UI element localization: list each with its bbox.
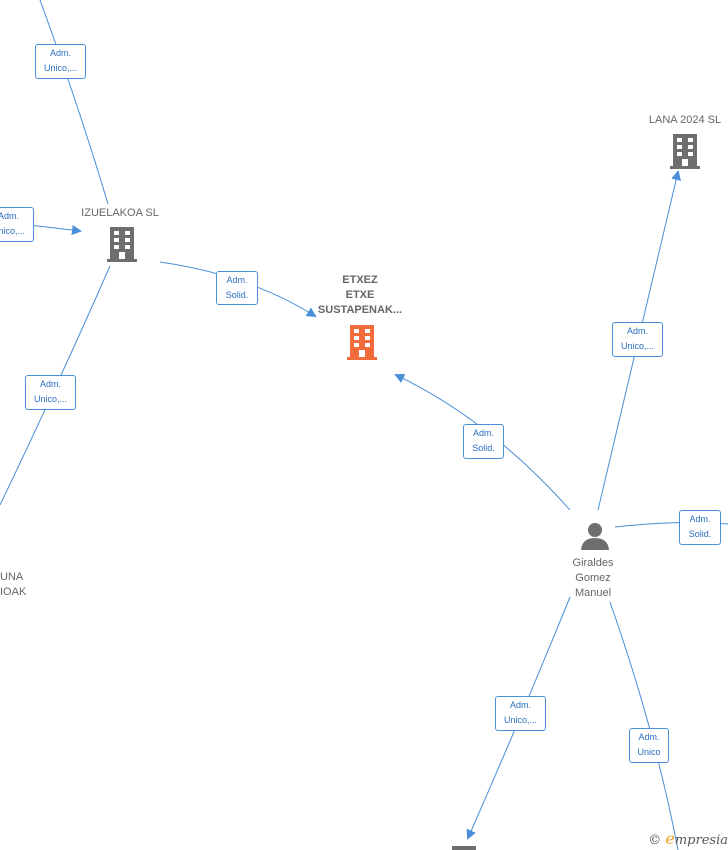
edge-label-giraldes-lana[interactable]: Adm. Unico,... [612, 322, 663, 357]
brand-logo-text: mpresia [674, 833, 728, 848]
person-label-giraldes[interactable]: Giraldes Gomez Manuel [553, 556, 633, 601]
brand-logo-initial: e [665, 829, 675, 848]
edge-label-izuelakoa-etxez[interactable]: Adm. Solid. [216, 271, 258, 305]
edge-label-role: Adm. [472, 428, 494, 438]
edge-label-bottomleft[interactable]: Adm. Unico,... [25, 375, 76, 410]
edge-line-top-izuelakoa [39, 0, 109, 205]
edge-label-detail: Unico,... [43, 63, 77, 73]
person-label-line: Manuel [574, 587, 612, 599]
company-label-lana[interactable]: LANA 2024 SL [648, 114, 722, 126]
edge-label-detail: Unico,... [0, 226, 25, 236]
edge-label-role: Adm. [226, 275, 248, 285]
building-icon-izuelakoa[interactable] [105, 225, 139, 263]
edge-label-left[interactable]: Adm. Unico,... [0, 207, 34, 242]
building-icon-etxez[interactable] [345, 323, 379, 361]
company-label-line: ETXEZ [342, 274, 378, 286]
edge-label-role: Adm. [689, 514, 711, 524]
copyright-icon: © [648, 833, 662, 848]
edge-label-detail: Solid. [688, 529, 712, 539]
company-label-etxez[interactable]: ETXEZ ETXE SUSTAPENAK... [300, 273, 420, 318]
company-label-izuelakoa[interactable]: IZUELAKOA SL [81, 207, 159, 219]
edge-label-detail: Unico,... [33, 394, 67, 404]
person-label-line: Gomez [575, 572, 611, 584]
edge-label-role: Adm. [509, 700, 531, 710]
company-label-line: ETXE [345, 289, 375, 301]
company-label-line: UNA [0, 571, 24, 583]
person-label-line: Giraldes [572, 557, 614, 569]
edge-label-role: Adm. [626, 326, 648, 336]
company-label-partial[interactable]: UNA IOAK [0, 570, 26, 600]
edge-label-giraldes-right[interactable]: Adm. Solid. [679, 510, 721, 545]
edge-label-role: Adm. [638, 732, 660, 742]
building-icon-partial[interactable] [452, 844, 476, 850]
edge-label-giraldes-etxez[interactable]: Adm. Solid. [463, 424, 504, 459]
edge-label-detail: Solid. [225, 290, 249, 300]
edge-label-role: Adm. [0, 211, 19, 221]
copyright-notice: © empresia [648, 829, 728, 848]
person-icon-giraldes[interactable] [580, 521, 610, 551]
company-label-line: IOAK [0, 586, 27, 598]
edge-label-detail: Solid. [472, 443, 495, 453]
edge-label-detail: Unico,... [620, 341, 654, 351]
edge-label-detail: Unico [637, 747, 661, 757]
edge-label-giraldes-bottomright[interactable]: Adm. Unico [629, 728, 669, 763]
edge-label-detail: Unico,... [503, 715, 537, 725]
building-icon-lana[interactable] [668, 132, 702, 170]
company-label-line: SUSTAPENAK... [317, 304, 403, 316]
edge-label-giraldes-bottom[interactable]: Adm. Unico,... [495, 696, 546, 731]
edge-label-top[interactable]: Adm. Unico,... [35, 44, 86, 79]
edge-label-role: Adm. [49, 48, 71, 58]
edge-line-giraldes-bottomright [609, 601, 679, 850]
edge-label-role: Adm. [39, 379, 61, 389]
